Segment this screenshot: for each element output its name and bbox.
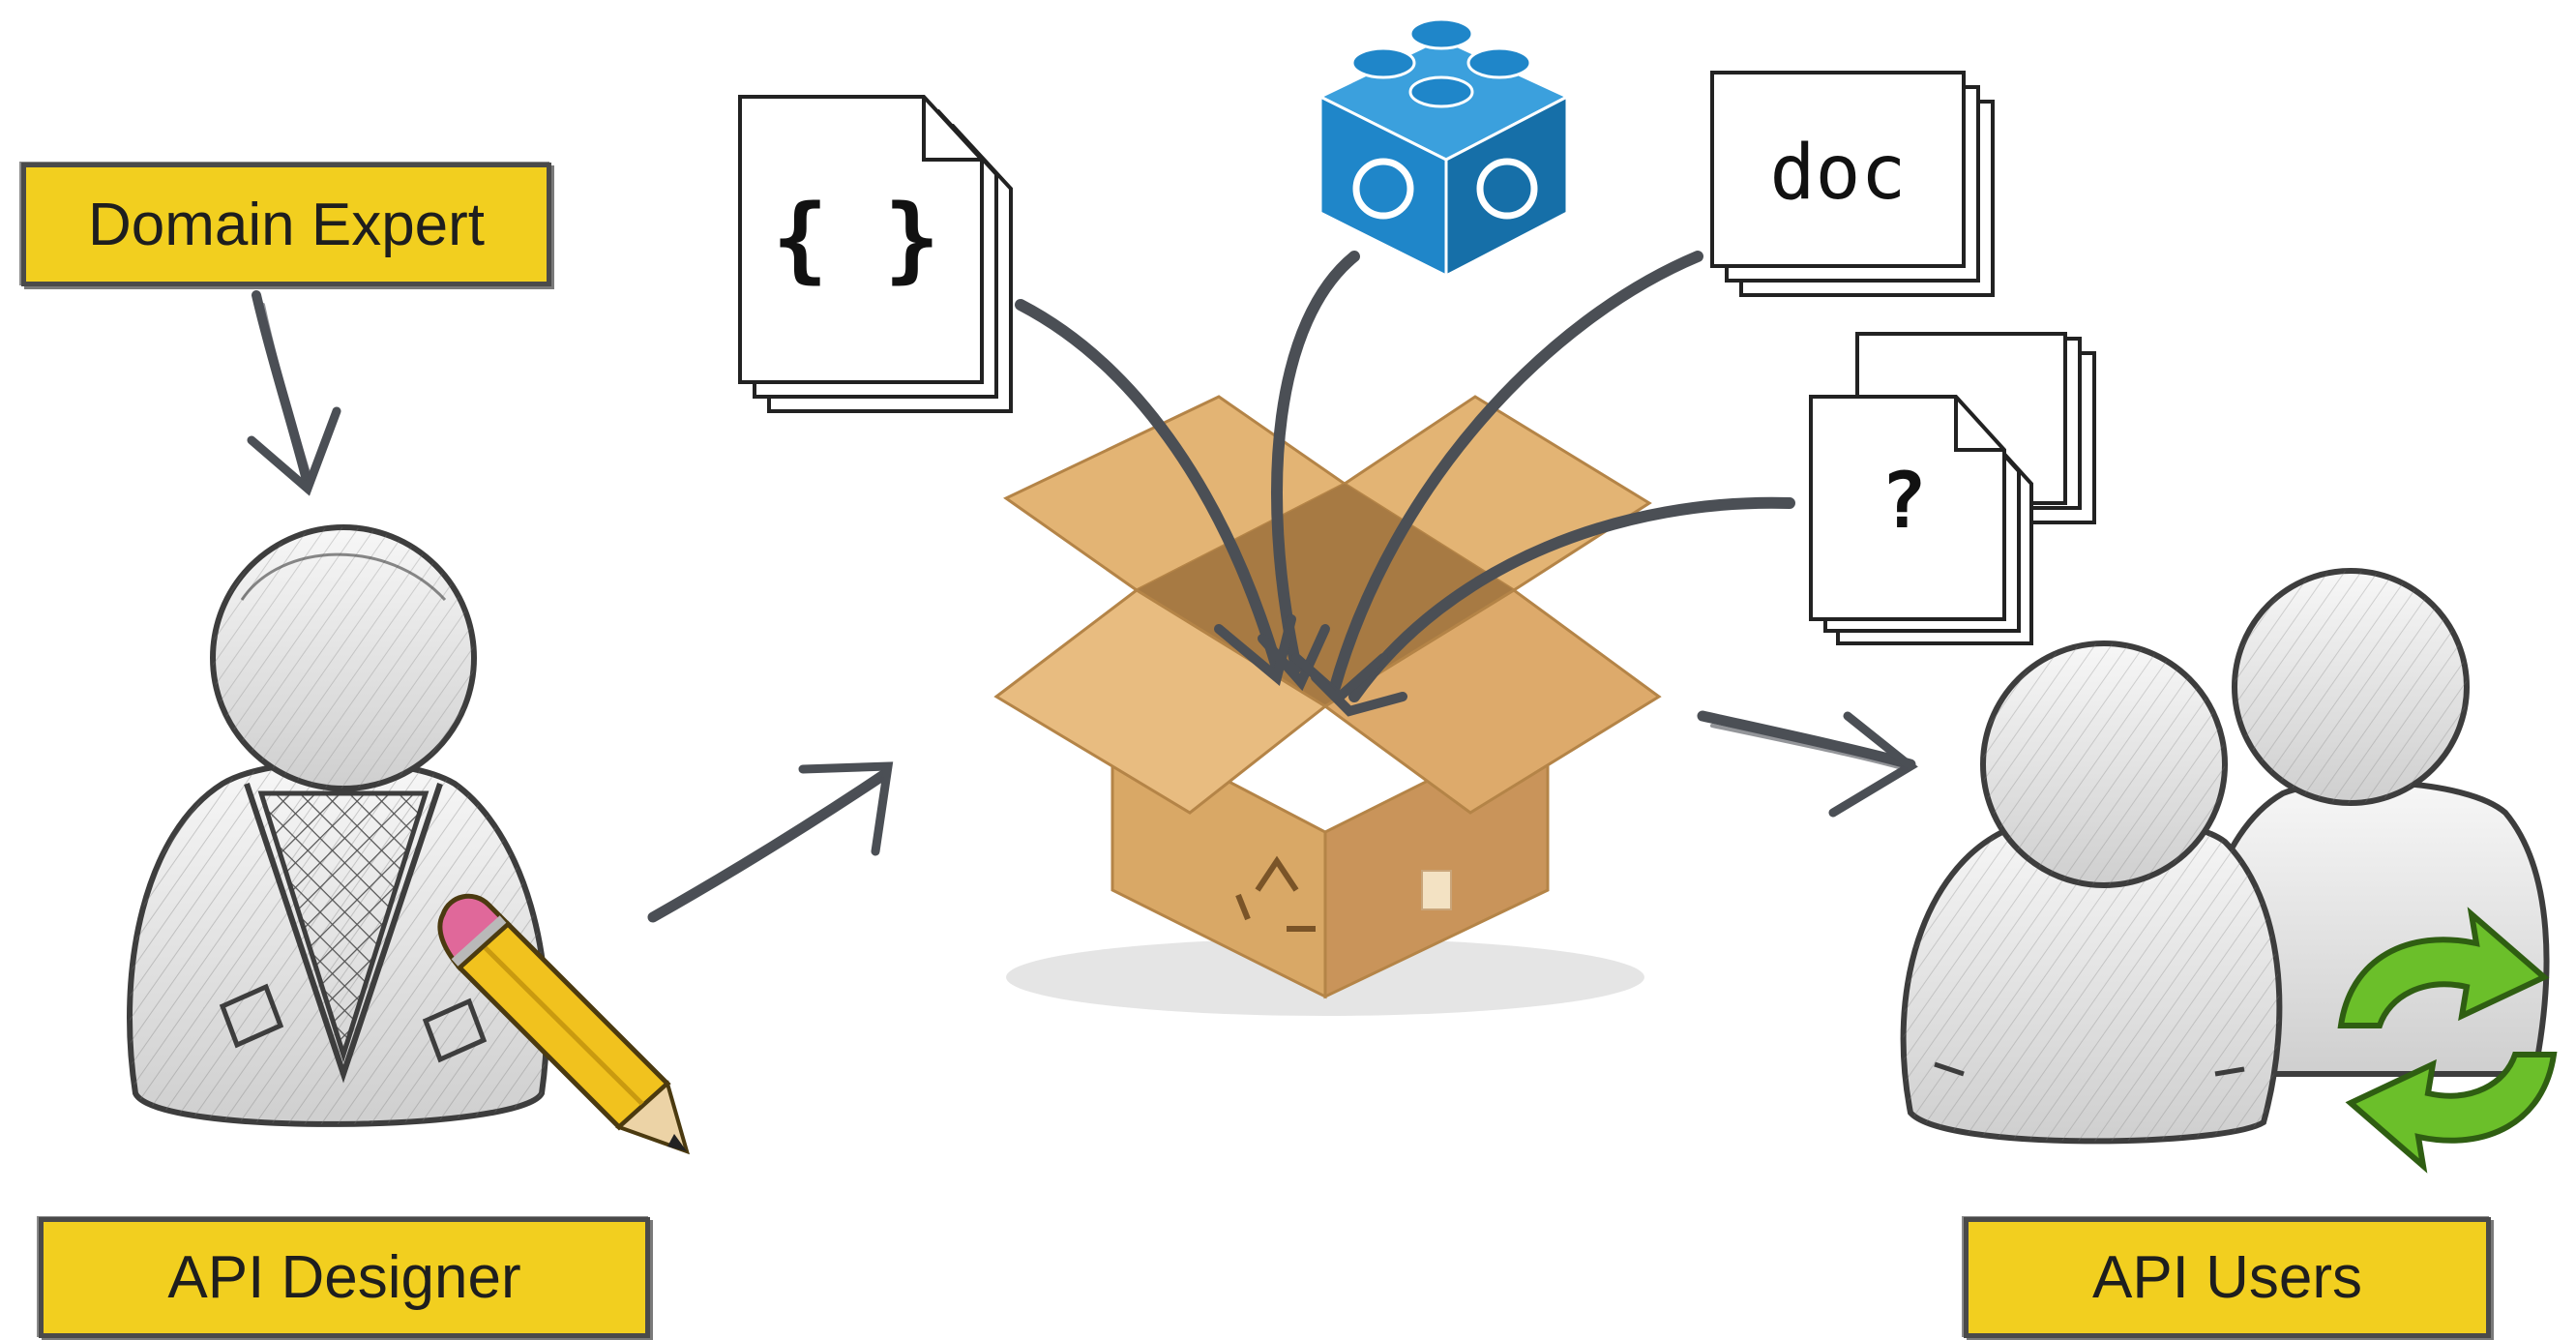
doc-file-icon xyxy=(1710,71,1995,297)
box-to-users-arrow xyxy=(1697,710,1918,818)
designer-to-box-arrow xyxy=(647,761,894,923)
api-users-text: API Users xyxy=(2091,1244,2363,1311)
expert-to-designer-arrow xyxy=(247,290,341,496)
json-glyph: { } xyxy=(772,185,939,293)
doc-glyph: doc xyxy=(1770,130,1907,217)
users-sketch-icon xyxy=(1900,568,2550,1145)
question-file-icon xyxy=(1809,332,2096,645)
sync-arrows-icon xyxy=(2337,907,2558,1174)
api-users-label: API Users xyxy=(1964,1217,2491,1338)
pencil-icon xyxy=(437,893,690,1155)
api-designer-text: API Designer xyxy=(167,1244,521,1311)
domain-expert-label: Domain Expert xyxy=(21,163,551,286)
doc-to-box-arrow xyxy=(1329,251,1703,693)
domain-expert-text: Domain Expert xyxy=(87,191,486,258)
lego-to-box-arrow xyxy=(1271,251,1360,673)
inbound-arrows xyxy=(1015,251,1795,717)
json-file-icon xyxy=(738,95,1013,413)
lego-block-icon xyxy=(1317,17,1571,279)
json-to-box-arrow xyxy=(1015,299,1283,673)
api-designer-label: API Designer xyxy=(39,1217,650,1338)
question-glyph: ? xyxy=(1880,456,1927,546)
api-designer-figure xyxy=(127,524,690,1155)
cardboard-box-icon xyxy=(993,395,1662,1016)
person-sketch-icon xyxy=(127,524,550,1127)
question-to-box-arrow xyxy=(1348,496,1795,702)
recycle-icon xyxy=(1235,855,1316,932)
